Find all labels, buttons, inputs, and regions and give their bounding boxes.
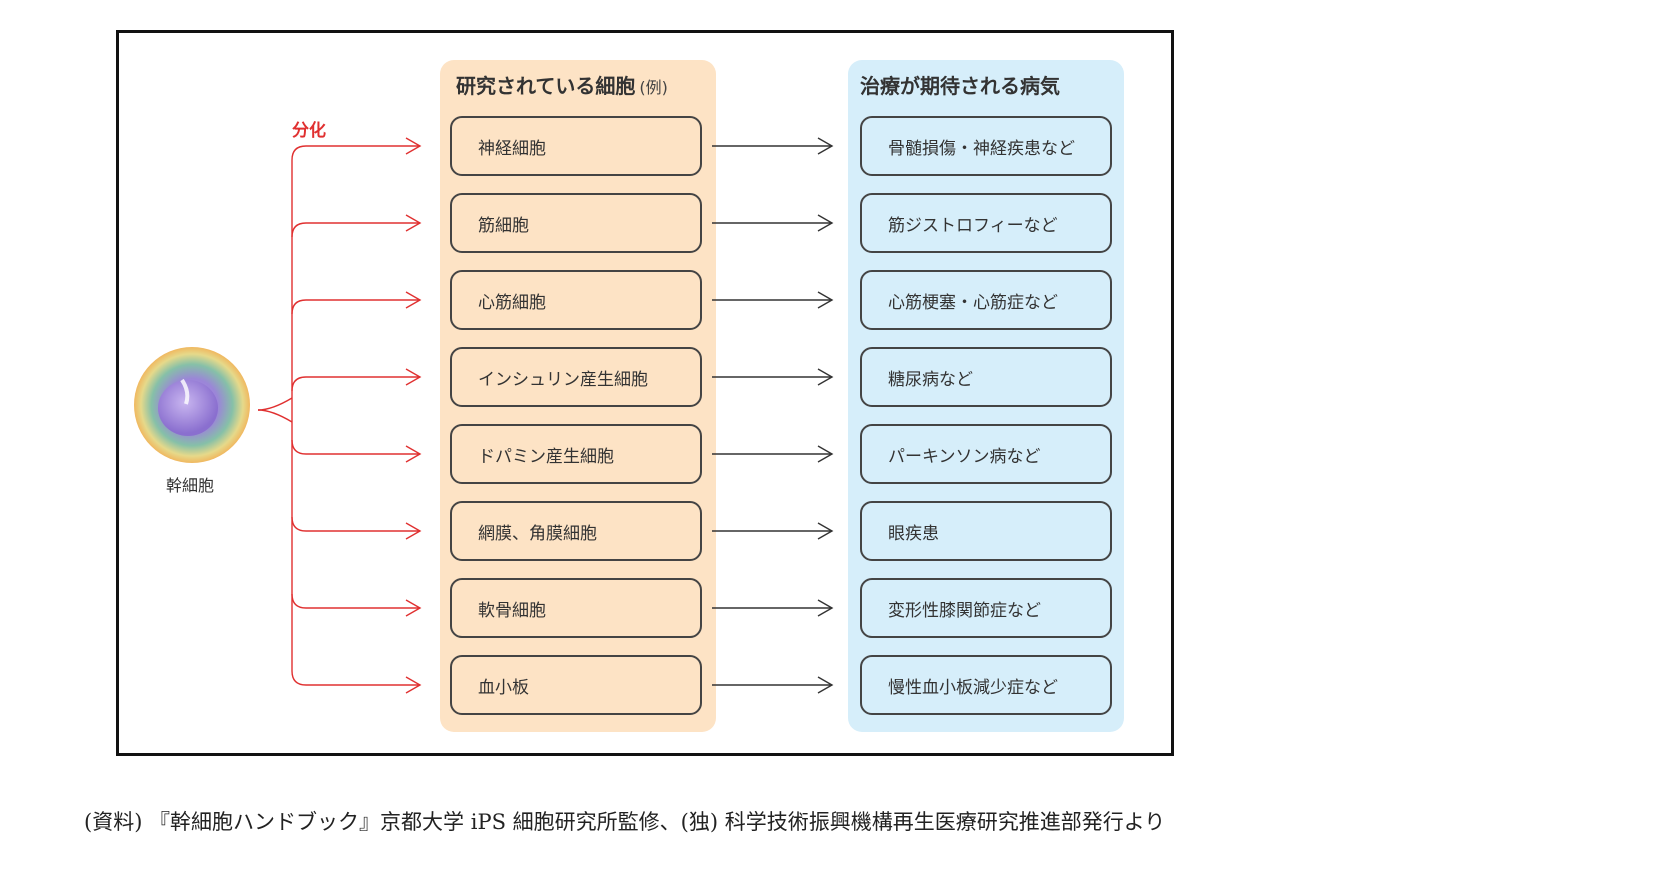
arrow-head — [405, 214, 422, 232]
stem-connector — [257, 397, 293, 411]
disease-box: 骨髄損傷・神経疾患など — [860, 116, 1112, 176]
differentiation-arrow — [291, 145, 420, 161]
cell-type-label: 網膜、角膜細胞 — [478, 523, 597, 544]
arrow-head — [405, 599, 422, 617]
disease-label: パーキンソン病など — [888, 446, 1041, 467]
arrow-head — [405, 676, 422, 694]
cells-header-text: 研究されている細胞 — [456, 74, 636, 98]
diseases-column-header: 治療が期待される病気 — [860, 74, 1060, 98]
cell-type-box: ドパミン産生細胞 — [450, 424, 702, 484]
arrow-head — [405, 368, 422, 386]
cell-type-label: インシュリン産生細胞 — [478, 369, 648, 390]
cell-type-label: 神経細胞 — [478, 138, 546, 159]
stem-cell-icon — [134, 347, 250, 463]
arrow-head — [817, 445, 834, 463]
cell-type-label: ドパミン産生細胞 — [478, 446, 614, 467]
cell-type-box: インシュリン産生細胞 — [450, 347, 702, 407]
cell-type-label: 軟骨細胞 — [478, 600, 546, 621]
cell-type-box: 網膜、角膜細胞 — [450, 501, 702, 561]
cell-type-box: 神経細胞 — [450, 116, 702, 176]
stem-cell-label: 幹細胞 — [166, 476, 215, 495]
cell-type-box: 血小板 — [450, 655, 702, 715]
disease-label: 骨髄損傷・神経疾患など — [888, 138, 1075, 159]
disease-label: 眼疾患 — [888, 523, 939, 544]
differentiation-arrow — [291, 439, 420, 455]
disease-label: 糖尿病など — [888, 369, 973, 390]
cell-type-label: 心筋細胞 — [478, 292, 546, 313]
differentiation-arrow — [291, 299, 420, 315]
cell-type-label: 筋細胞 — [478, 215, 529, 236]
arrow-head — [817, 599, 834, 617]
disease-box: 筋ジストロフィーなど — [860, 193, 1112, 253]
disease-box: 糖尿病など — [860, 347, 1112, 407]
arrow-head — [817, 291, 834, 309]
cells-header-note: (例) — [639, 78, 668, 97]
disease-box: 変形性膝関節症など — [860, 578, 1112, 638]
differentiation-arrow — [291, 222, 420, 238]
arrow-head — [405, 137, 422, 155]
arrow-head — [817, 676, 834, 694]
disease-label: 心筋梗塞・心筋症など — [888, 292, 1058, 313]
cells-column-header: 研究されている細胞(例) — [456, 70, 668, 99]
differentiation-arrow — [291, 593, 420, 609]
cell-type-label: 血小板 — [478, 677, 529, 698]
cell-type-box: 筋細胞 — [450, 193, 702, 253]
differentiation-label: 分化 — [292, 121, 326, 141]
arrow-head — [405, 445, 422, 463]
disease-box: 心筋梗塞・心筋症など — [860, 270, 1112, 330]
differentiation-arrow — [291, 376, 420, 392]
differentiation-arrow — [291, 670, 420, 686]
disease-box: パーキンソン病など — [860, 424, 1112, 484]
arrow-head — [817, 137, 834, 155]
source-caption: (資料) 『幹細胞ハンドブック』京都大学 iPS 細胞研究所監修、(独) 科学技… — [84, 810, 1166, 834]
disease-box: 慢性血小板減少症など — [860, 655, 1112, 715]
arrow-head — [817, 214, 834, 232]
arrow-head — [405, 522, 422, 540]
disease-label: 変形性膝関節症など — [888, 600, 1041, 621]
disease-label: 筋ジストロフィーなど — [888, 215, 1058, 236]
arrow-head — [405, 291, 422, 309]
differentiation-arrow — [291, 516, 420, 532]
cell-type-box: 心筋細胞 — [450, 270, 702, 330]
arrow-head — [817, 522, 834, 540]
disease-box: 眼疾患 — [860, 501, 1112, 561]
stem-connector — [257, 409, 293, 423]
disease-label: 慢性血小板減少症など — [888, 677, 1058, 698]
arrow-head — [817, 368, 834, 386]
cell-type-box: 軟骨細胞 — [450, 578, 702, 638]
